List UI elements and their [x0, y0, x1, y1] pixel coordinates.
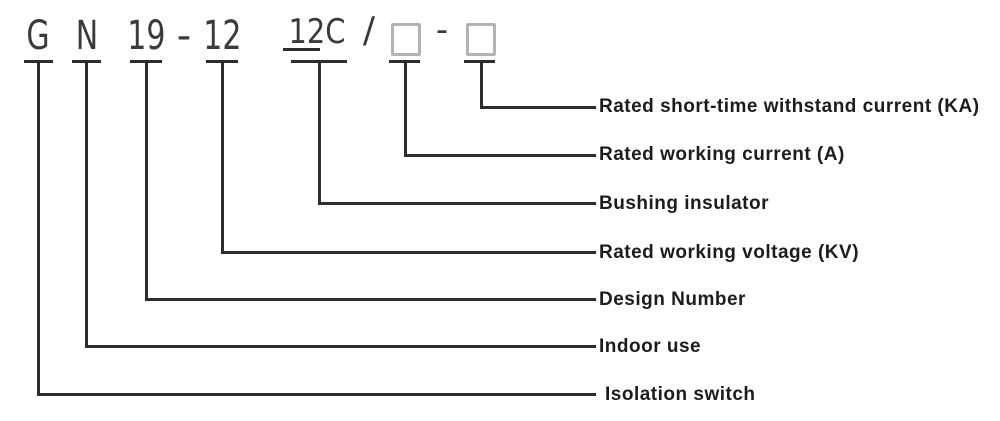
- connector-vertical-indoor: [85, 60, 88, 348]
- connector-vertical-bushing: [318, 60, 321, 205]
- underline-bushing-digits: [283, 48, 320, 51]
- callout-line-bushing-insulator: [318, 202, 596, 205]
- callout-label-short-time-current: Rated short-time withstand current (KA): [599, 96, 980, 117]
- callout-line-working-current: [404, 154, 596, 157]
- placeholder-box-current: [391, 23, 421, 56]
- underline-box-short-time: [464, 60, 495, 63]
- placeholder-box-short-time-current: [466, 23, 496, 56]
- callout-line-design-number: [145, 298, 596, 301]
- code-segment-bushing: 12C: [288, 12, 346, 52]
- connector-vertical-voltage: [221, 60, 224, 254]
- code-segment-indoor: N: [75, 13, 99, 59]
- connector-vertical-series: [37, 60, 40, 396]
- code-separator-2: -: [435, 10, 449, 50]
- code-segment-series: G: [26, 13, 50, 59]
- code-slash: /: [362, 10, 376, 51]
- callout-label-indoor-use: Indoor use: [599, 336, 702, 357]
- code-segment-design-number: 19: [127, 13, 166, 59]
- connector-vertical-current: [404, 60, 407, 157]
- callout-line-isolation-switch: [37, 393, 596, 396]
- callout-label-working-voltage: Rated working voltage (KV): [599, 242, 860, 263]
- callout-label-bushing-insulator: Bushing insulator: [599, 193, 769, 214]
- code-segment-voltage: 12: [203, 13, 242, 59]
- connector-vertical-design-number: [145, 60, 148, 301]
- callout-label-design-number: Design Number: [599, 289, 746, 310]
- callout-line-short-time-current: [480, 106, 596, 109]
- callout-line-working-voltage: [221, 251, 596, 254]
- callout-line-indoor-use: [85, 345, 596, 348]
- connector-vertical-short-time: [480, 60, 483, 109]
- code-separator-1: -: [176, 13, 192, 59]
- callout-label-working-current: Rated working current (A): [599, 144, 845, 165]
- callout-label-isolation-switch: Isolation switch: [605, 384, 756, 405]
